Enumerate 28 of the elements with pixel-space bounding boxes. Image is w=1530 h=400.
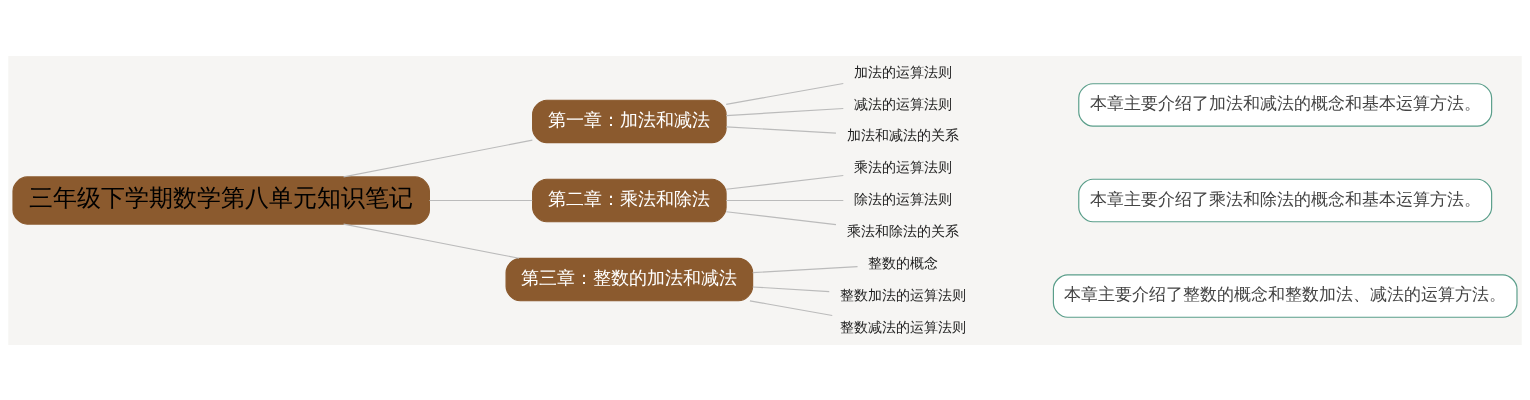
node-text: 乘法的运算法则	[854, 158, 953, 175]
connector	[725, 174, 844, 190]
connector	[725, 107, 844, 116]
node-text: 整数加法的运算法则	[840, 286, 967, 303]
connector	[343, 139, 533, 177]
connector	[725, 210, 837, 225]
node-box: 第一章：加法和减法	[532, 99, 727, 143]
connector	[752, 265, 859, 273]
connector	[343, 223, 520, 259]
node-text: 除法的运算法则	[854, 190, 953, 207]
connector	[725, 125, 837, 134]
node-text: 整数的概念	[868, 254, 939, 271]
node-box: 本章主要介绍了加法和减法的概念和基本运算方法。	[1078, 82, 1493, 127]
node-box: 第二章：乘法和除法	[532, 178, 727, 222]
node-text: 乘法和除法的关系	[847, 222, 960, 239]
node-text: 加法的运算法则	[854, 63, 953, 80]
connector	[752, 285, 830, 292]
node-text: 加法和减法的关系	[847, 126, 960, 143]
node-box: 三年级下学期数学第八单元知识笔记	[12, 175, 430, 225]
connector	[428, 199, 533, 201]
node-box: 本章主要介绍了乘法和除法的概念和基本运算方法。	[1078, 178, 1493, 222]
connector	[725, 82, 844, 105]
connector	[725, 199, 844, 201]
node-text: 整数减法的运算法则	[840, 318, 967, 335]
node-box: 本章主要介绍了整数的概念和整数加法、减法的运算方法。	[1052, 273, 1518, 318]
connector	[749, 299, 833, 316]
node-text: 减法的运算法则	[854, 95, 953, 112]
node-box: 第三章：整数的加法和减法	[505, 257, 754, 301]
